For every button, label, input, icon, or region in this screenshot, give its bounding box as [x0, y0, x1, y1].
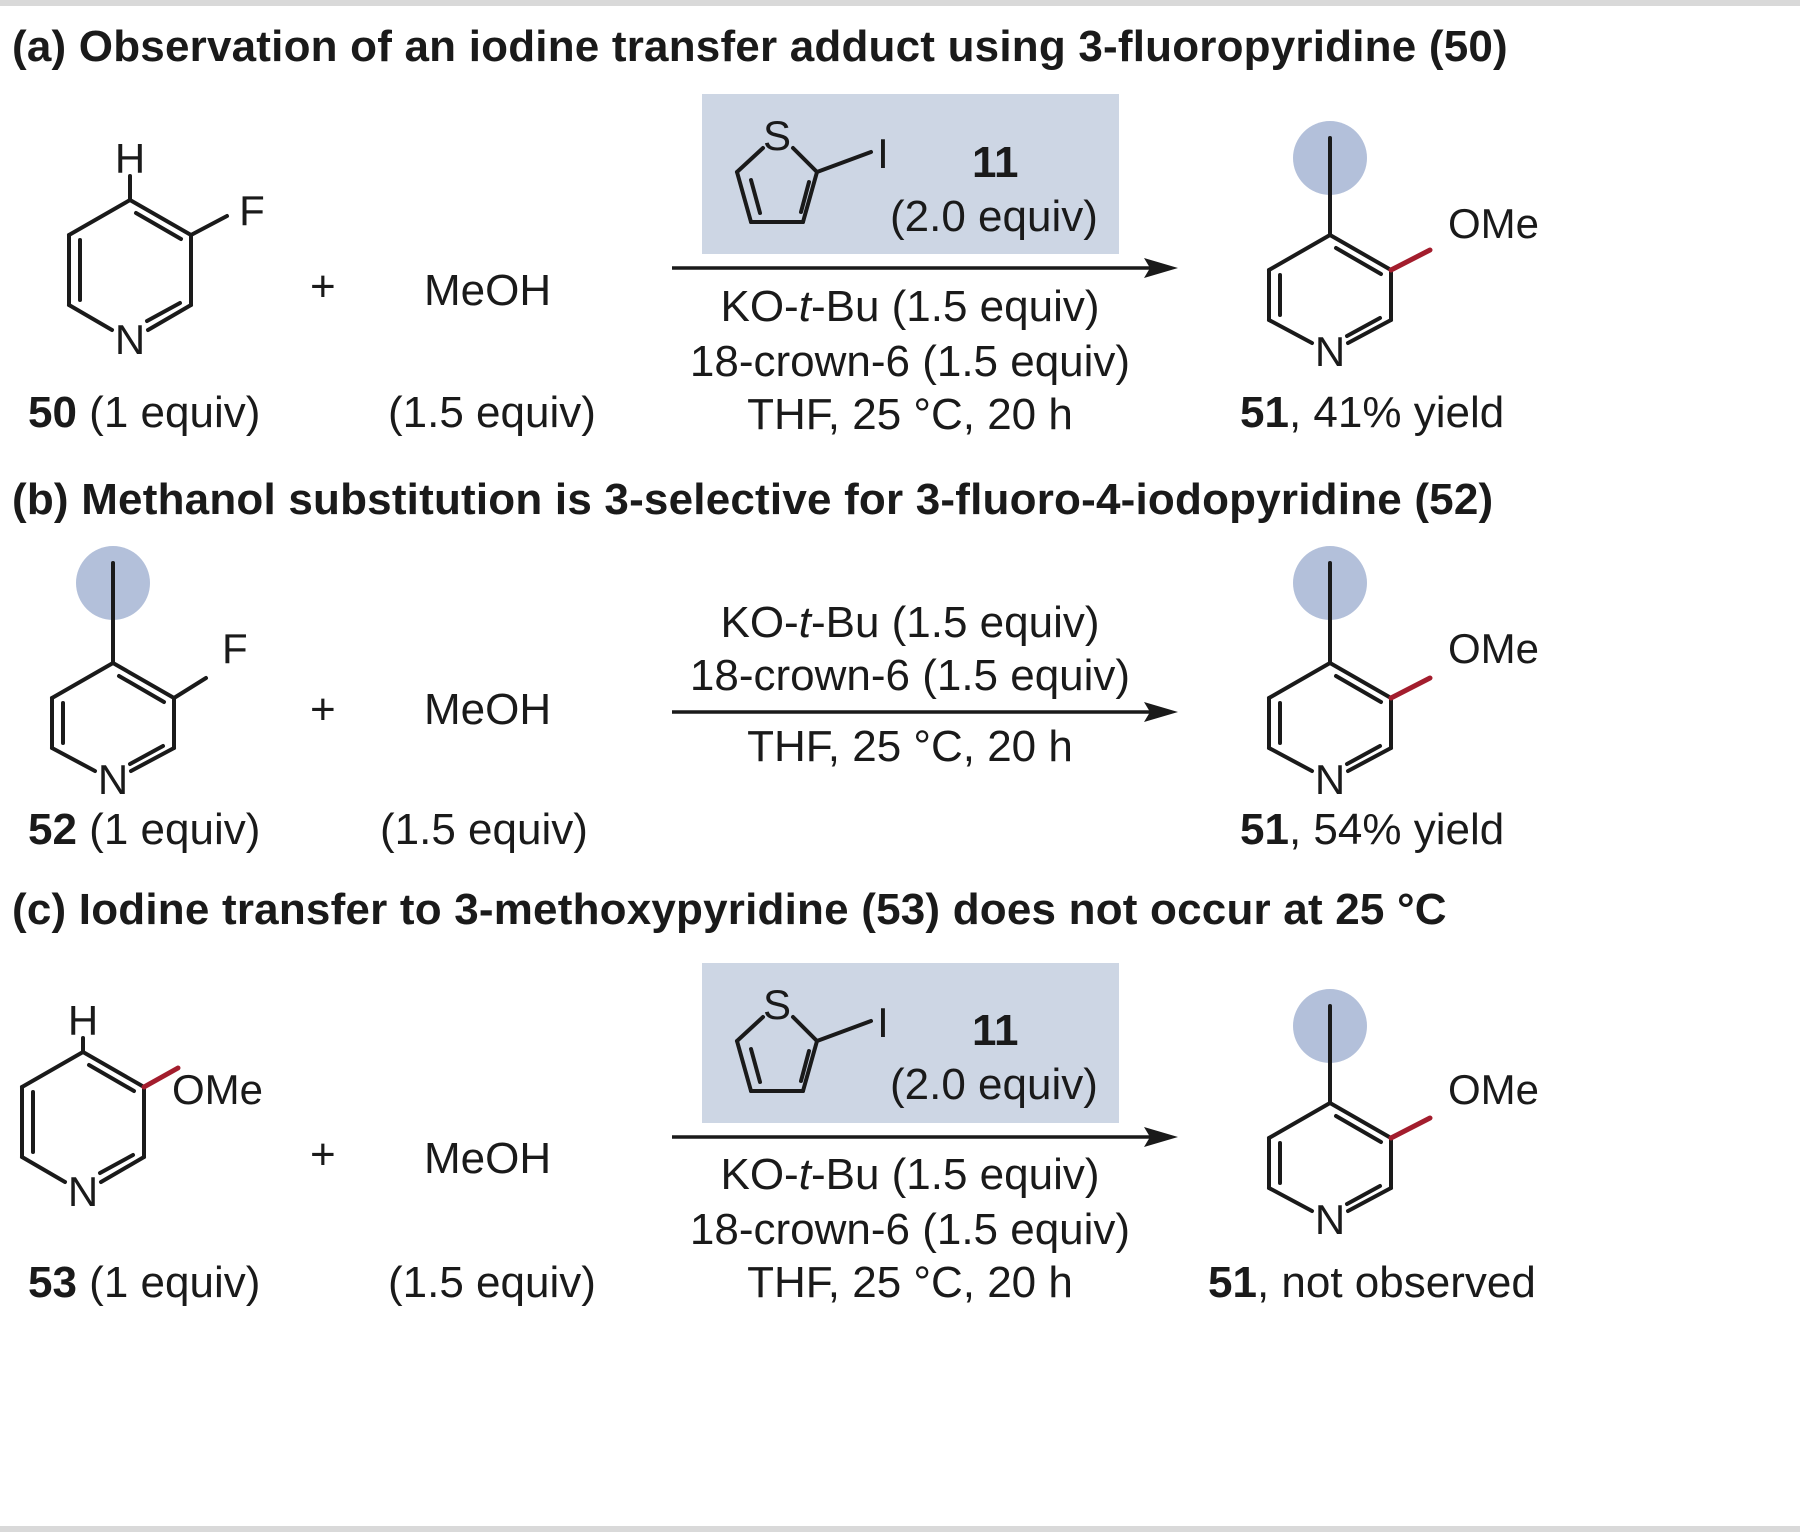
atom-label: S: [763, 112, 791, 159]
substrate-50-structure: H F N: [67, 135, 265, 363]
product-51-structure: OMe N: [1267, 546, 1539, 803]
reagent-11-amount: (2.0 equiv): [890, 1060, 1098, 1109]
top-border: [0, 0, 1800, 6]
bottom-border: [0, 1526, 1800, 1532]
atom-label: OMe: [1448, 625, 1539, 672]
compound-label-50: 50 (1 equiv): [28, 388, 261, 437]
atom-label: F: [239, 187, 265, 234]
condition-base: KO-t-Bu (1.5 equiv): [720, 282, 1100, 331]
substrate-53-structure: H OMe N: [20, 997, 263, 1215]
reaction-arrow: [672, 1127, 1178, 1147]
condition-solvent-temp-time: THF, 25 °C, 20 h: [747, 390, 1073, 439]
compound-label-51-b: 51, 54% yield: [1240, 805, 1505, 854]
atom-label: N: [98, 756, 128, 803]
atom-label: OMe: [172, 1066, 263, 1113]
panel-c-title: (c) Iodine transfer to 3-methoxypyridine…: [12, 885, 1447, 934]
reagent-11-amount: (2.0 equiv): [890, 192, 1098, 241]
reagent-amount: (1.5 equiv): [388, 388, 596, 437]
condition-solvent-temp-time: THF, 25 °C, 20 h: [747, 1258, 1073, 1307]
atom-label: N: [1315, 328, 1345, 375]
iodothiophene-11-structure: S I: [735, 112, 889, 224]
atom-label: N: [68, 1168, 98, 1215]
panel-a-title: (a) Observation of an iodine transfer ad…: [12, 22, 1508, 71]
condition-crown-ether: 18-crown-6 (1.5 equiv): [689, 651, 1131, 700]
atom-label: F: [222, 625, 248, 672]
condition-base: KO-t-Bu (1.5 equiv): [720, 1150, 1100, 1199]
reaction-arrow: [672, 258, 1178, 278]
atom-label: H: [115, 135, 145, 182]
condition-solvent-temp-time: THF, 25 °C, 20 h: [747, 722, 1073, 771]
atom-label: N: [1315, 756, 1345, 803]
compound-label-51-c: 51, not observed: [1208, 1258, 1536, 1307]
reagent-11-number: 11: [972, 138, 1019, 187]
new-c-o-bond: [1388, 247, 1433, 273]
atom-label: OMe: [1448, 1066, 1539, 1113]
reagent-11-number: 11: [972, 1006, 1019, 1055]
atom-label: H: [68, 997, 98, 1044]
compound-label-51-a: 51, 41% yield: [1240, 388, 1505, 437]
reaction-arrow: [672, 702, 1178, 722]
atom-label: S: [763, 981, 791, 1028]
reagent-methanol: MeOH: [424, 685, 552, 734]
product-51-structure: OMe N: [1267, 989, 1539, 1243]
product-51-structure: OMe N: [1267, 121, 1539, 375]
reagent-methanol: MeOH: [424, 1134, 552, 1183]
plus-sign: +: [310, 262, 336, 311]
new-c-o-bond: [1388, 675, 1433, 701]
condition-crown-ether: 18-crown-6 (1.5 equiv): [689, 337, 1131, 386]
atom-label: I: [877, 130, 889, 177]
atom-label: N: [1315, 1196, 1345, 1243]
condition-crown-ether: 18-crown-6 (1.5 equiv): [689, 1205, 1131, 1254]
plus-sign: +: [310, 1130, 336, 1179]
iodothiophene-reagent-box: [702, 963, 1119, 1123]
atom-label: OMe: [1448, 200, 1539, 247]
plus-sign: +: [310, 685, 336, 734]
condition-base: KO-t-Bu (1.5 equiv): [720, 598, 1100, 647]
iodothiophene-reagent-box: [702, 94, 1119, 254]
new-c-o-bond: [1388, 1115, 1433, 1141]
compound-label-52: 52 (1 equiv): [28, 805, 261, 854]
substrate-52-structure: F N: [50, 546, 248, 803]
atom-label: N: [115, 316, 145, 363]
reagent-amount: (1.5 equiv): [388, 1258, 596, 1307]
panel-b-title: (b) Methanol substitution is 3-selective…: [12, 475, 1494, 524]
iodothiophene-11-structure: S I: [735, 981, 889, 1093]
reagent-methanol: MeOH: [424, 266, 552, 315]
atom-label: I: [877, 999, 889, 1046]
compound-label-53: 53 (1 equiv): [28, 1258, 261, 1307]
reagent-amount: (1.5 equiv): [380, 805, 588, 854]
new-c-o-bond: [141, 1065, 181, 1090]
